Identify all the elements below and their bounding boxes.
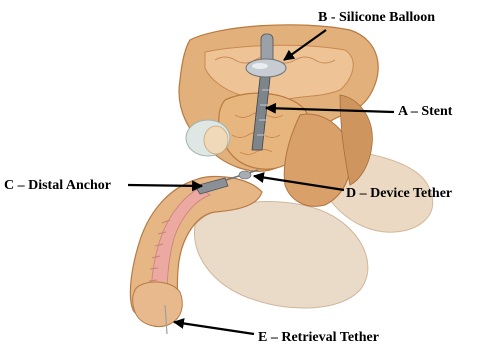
silicone-balloon-highlight xyxy=(252,63,268,69)
scrotum-shape xyxy=(194,202,367,308)
label-stent: A – Stent xyxy=(398,104,452,120)
tether-knot xyxy=(239,171,251,179)
label-silicone-balloon: B - Silicone Balloon xyxy=(318,10,435,26)
label-distal-anchor: C – Distal Anchor xyxy=(4,178,111,194)
label-device-tether: D – Device Tether xyxy=(346,186,452,202)
silicone-balloon xyxy=(246,59,286,77)
arrow-c xyxy=(128,185,202,186)
pelvic-tissue-right xyxy=(284,114,351,206)
glans xyxy=(133,282,183,327)
sphincter-ring-inner xyxy=(204,126,228,154)
arrow-e xyxy=(174,322,254,334)
